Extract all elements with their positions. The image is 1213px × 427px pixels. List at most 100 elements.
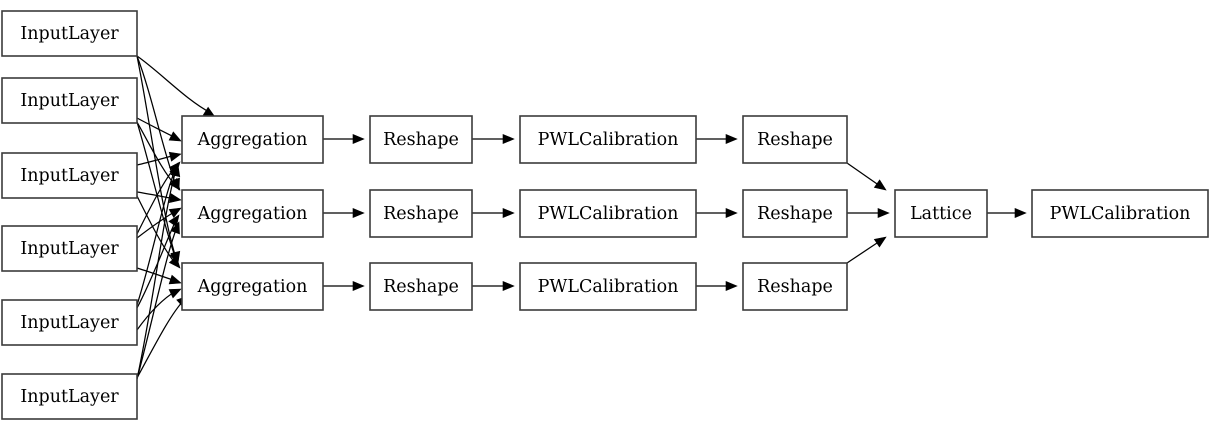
node-label: InputLayer bbox=[20, 91, 119, 111]
node-box[interactable] bbox=[181, 189, 324, 238]
graph-node-rsb2[interactable]: Reshape bbox=[742, 189, 848, 238]
arrowhead-icon bbox=[502, 207, 515, 219]
graph-node-input1[interactable]: InputLayer bbox=[1, 10, 138, 57]
graph-edge bbox=[136, 207, 182, 239]
graph-node-rsb3[interactable]: Reshape bbox=[742, 262, 848, 311]
node-label: Reshape bbox=[757, 204, 833, 224]
node-label: Reshape bbox=[383, 277, 459, 297]
node-label: Reshape bbox=[757, 277, 833, 297]
node-box[interactable] bbox=[894, 189, 988, 238]
edge-line bbox=[846, 240, 881, 264]
arrowhead-icon bbox=[168, 151, 182, 162]
graph-edge bbox=[987, 207, 1027, 219]
node-label: InputLayer bbox=[20, 24, 119, 44]
node-label: PWLCalibration bbox=[538, 277, 679, 297]
node-box[interactable] bbox=[1, 10, 138, 57]
arrowhead-icon bbox=[170, 164, 181, 178]
node-box[interactable] bbox=[1, 299, 138, 346]
node-label: InputLayer bbox=[20, 387, 119, 407]
node-box[interactable] bbox=[181, 262, 324, 311]
node-box[interactable] bbox=[519, 189, 697, 238]
node-label: Aggregation bbox=[197, 277, 308, 297]
graph-node-rsb1[interactable]: Reshape bbox=[742, 115, 848, 164]
arrowhead-icon bbox=[1014, 207, 1027, 219]
graph-node-pwl3[interactable]: PWLCalibration bbox=[519, 262, 697, 311]
arrowhead-icon bbox=[502, 280, 515, 292]
graph-edge bbox=[136, 288, 182, 331]
arrowhead-icon bbox=[168, 193, 182, 204]
graph-edge bbox=[472, 280, 515, 292]
graph-edge bbox=[847, 207, 890, 219]
graph-edge bbox=[472, 207, 515, 219]
edge-line bbox=[136, 169, 177, 380]
node-label: InputLayer bbox=[20, 239, 119, 259]
node-box[interactable] bbox=[369, 189, 473, 238]
node-box[interactable] bbox=[519, 115, 697, 164]
arrowhead-icon bbox=[168, 274, 182, 285]
node-box[interactable] bbox=[369, 115, 473, 164]
node-label: PWLCalibration bbox=[1050, 204, 1191, 224]
graph-node-agg2[interactable]: Aggregation bbox=[181, 189, 324, 238]
graph-node-pwl2[interactable]: PWLCalibration bbox=[519, 189, 697, 238]
node-box[interactable] bbox=[742, 115, 848, 164]
graph-edge bbox=[846, 236, 887, 264]
graph-node-input5[interactable]: InputLayer bbox=[1, 299, 138, 346]
node-label: InputLayer bbox=[20, 313, 119, 333]
node-box[interactable] bbox=[1, 152, 138, 199]
graph-node-input6[interactable]: InputLayer bbox=[1, 373, 138, 420]
node-label: Aggregation bbox=[197, 130, 308, 150]
graph-node-pwlout[interactable]: PWLCalibration bbox=[1031, 189, 1209, 238]
edges-layer bbox=[136, 55, 1027, 380]
graph-node-input3[interactable]: InputLayer bbox=[1, 152, 138, 199]
graph-node-input4[interactable]: InputLayer bbox=[1, 225, 138, 272]
node-label: Aggregation bbox=[197, 204, 308, 224]
node-label: PWLCalibration bbox=[538, 204, 679, 224]
graph-node-agg1[interactable]: Aggregation bbox=[181, 115, 324, 164]
graph-node-pwl1[interactable]: PWLCalibration bbox=[519, 115, 697, 164]
node-box[interactable] bbox=[181, 115, 324, 164]
arrowhead-icon bbox=[873, 236, 887, 248]
graph-node-agg3[interactable]: Aggregation bbox=[181, 262, 324, 311]
node-box[interactable] bbox=[1, 373, 138, 420]
graph-edge bbox=[136, 117, 182, 142]
arrowhead-icon bbox=[352, 207, 365, 219]
graph-node-lattice[interactable]: Lattice bbox=[894, 189, 988, 238]
node-label: InputLayer bbox=[20, 166, 119, 186]
node-box[interactable] bbox=[1031, 189, 1209, 238]
arrowhead-icon bbox=[168, 207, 182, 219]
arrowhead-icon bbox=[352, 133, 365, 145]
graph-edge bbox=[136, 151, 182, 166]
node-box[interactable] bbox=[742, 189, 848, 238]
node-box[interactable] bbox=[369, 262, 473, 311]
edge-line bbox=[136, 195, 177, 265]
node-label: Lattice bbox=[910, 204, 972, 224]
graph-edge bbox=[696, 133, 738, 145]
node-box[interactable] bbox=[742, 262, 848, 311]
node-box[interactable] bbox=[1, 225, 138, 272]
arrowhead-icon bbox=[725, 280, 738, 292]
arrowhead-icon bbox=[170, 221, 180, 235]
arrowhead-icon bbox=[168, 131, 182, 142]
graph-edge bbox=[696, 207, 738, 219]
node-box[interactable] bbox=[519, 262, 697, 311]
edge-line bbox=[136, 167, 177, 306]
graph-node-rsa3[interactable]: Reshape bbox=[369, 262, 473, 311]
edge-line bbox=[136, 226, 178, 380]
graph-node-rsa2[interactable]: Reshape bbox=[369, 189, 473, 238]
edge-line bbox=[136, 299, 185, 379]
node-label: Reshape bbox=[757, 130, 833, 150]
graph-edge bbox=[136, 164, 181, 380]
arrowhead-icon bbox=[168, 288, 182, 299]
edge-line bbox=[846, 162, 881, 187]
node-label: Reshape bbox=[383, 130, 459, 150]
edge-line bbox=[136, 55, 212, 114]
graph-node-input2[interactable]: InputLayer bbox=[1, 77, 138, 124]
graph-node-rsa1[interactable]: Reshape bbox=[369, 115, 473, 164]
arrowhead-icon bbox=[352, 280, 365, 292]
node-box[interactable] bbox=[1, 77, 138, 124]
arrowhead-icon bbox=[168, 214, 180, 228]
node-label: PWLCalibration bbox=[538, 130, 679, 150]
graph-edge bbox=[323, 133, 365, 145]
